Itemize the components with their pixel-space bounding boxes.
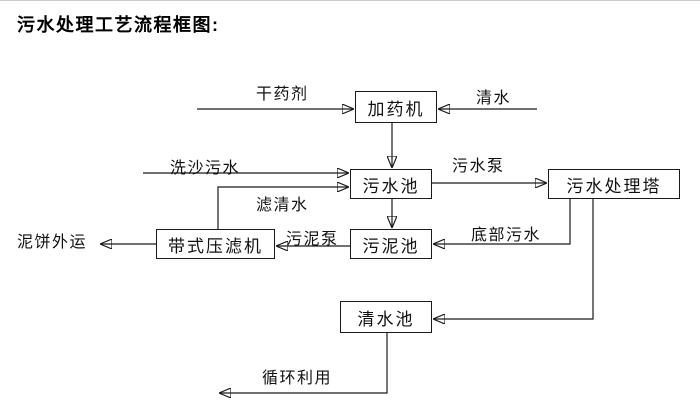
diagram-title: 污水处理工艺流程框图: xyxy=(17,15,220,35)
label-filtered-water: 滤清水 xyxy=(256,197,309,214)
node-sewage-treatment-tower: 污水处理塔 xyxy=(548,169,680,199)
label-sludge-pump: 污泥泵 xyxy=(286,231,339,248)
label-dry-agent: 干药剂 xyxy=(256,86,309,103)
arrow-bottom-sewage-to-sludge-pool xyxy=(434,199,571,244)
arrow-clean-water-pool-to-recycle xyxy=(220,333,388,393)
label-bottom-sewage: 底部污水 xyxy=(471,227,542,244)
node-sludge-pool: 污泥池 xyxy=(350,229,432,259)
label-sand-washing-sewage: 洗沙污水 xyxy=(170,160,241,177)
node-sewage-pool: 污水池 xyxy=(350,169,432,199)
arrow-treatment-tower-to-clean-water-pool xyxy=(434,199,594,319)
node-clean-water-pool: 清水池 xyxy=(340,301,432,333)
label-sewage-pump: 污水泵 xyxy=(452,158,505,175)
label-mud-cake-transport: 泥饼外运 xyxy=(17,234,88,251)
node-belt-filter-press: 带式压滤机 xyxy=(156,229,275,259)
label-clean-water: 清水 xyxy=(476,90,512,107)
node-dosing-machine: 加药机 xyxy=(355,91,437,123)
arrow-filtered-water-to-sewage-pool xyxy=(217,187,348,229)
label-recycle-use: 循环利用 xyxy=(262,370,333,387)
